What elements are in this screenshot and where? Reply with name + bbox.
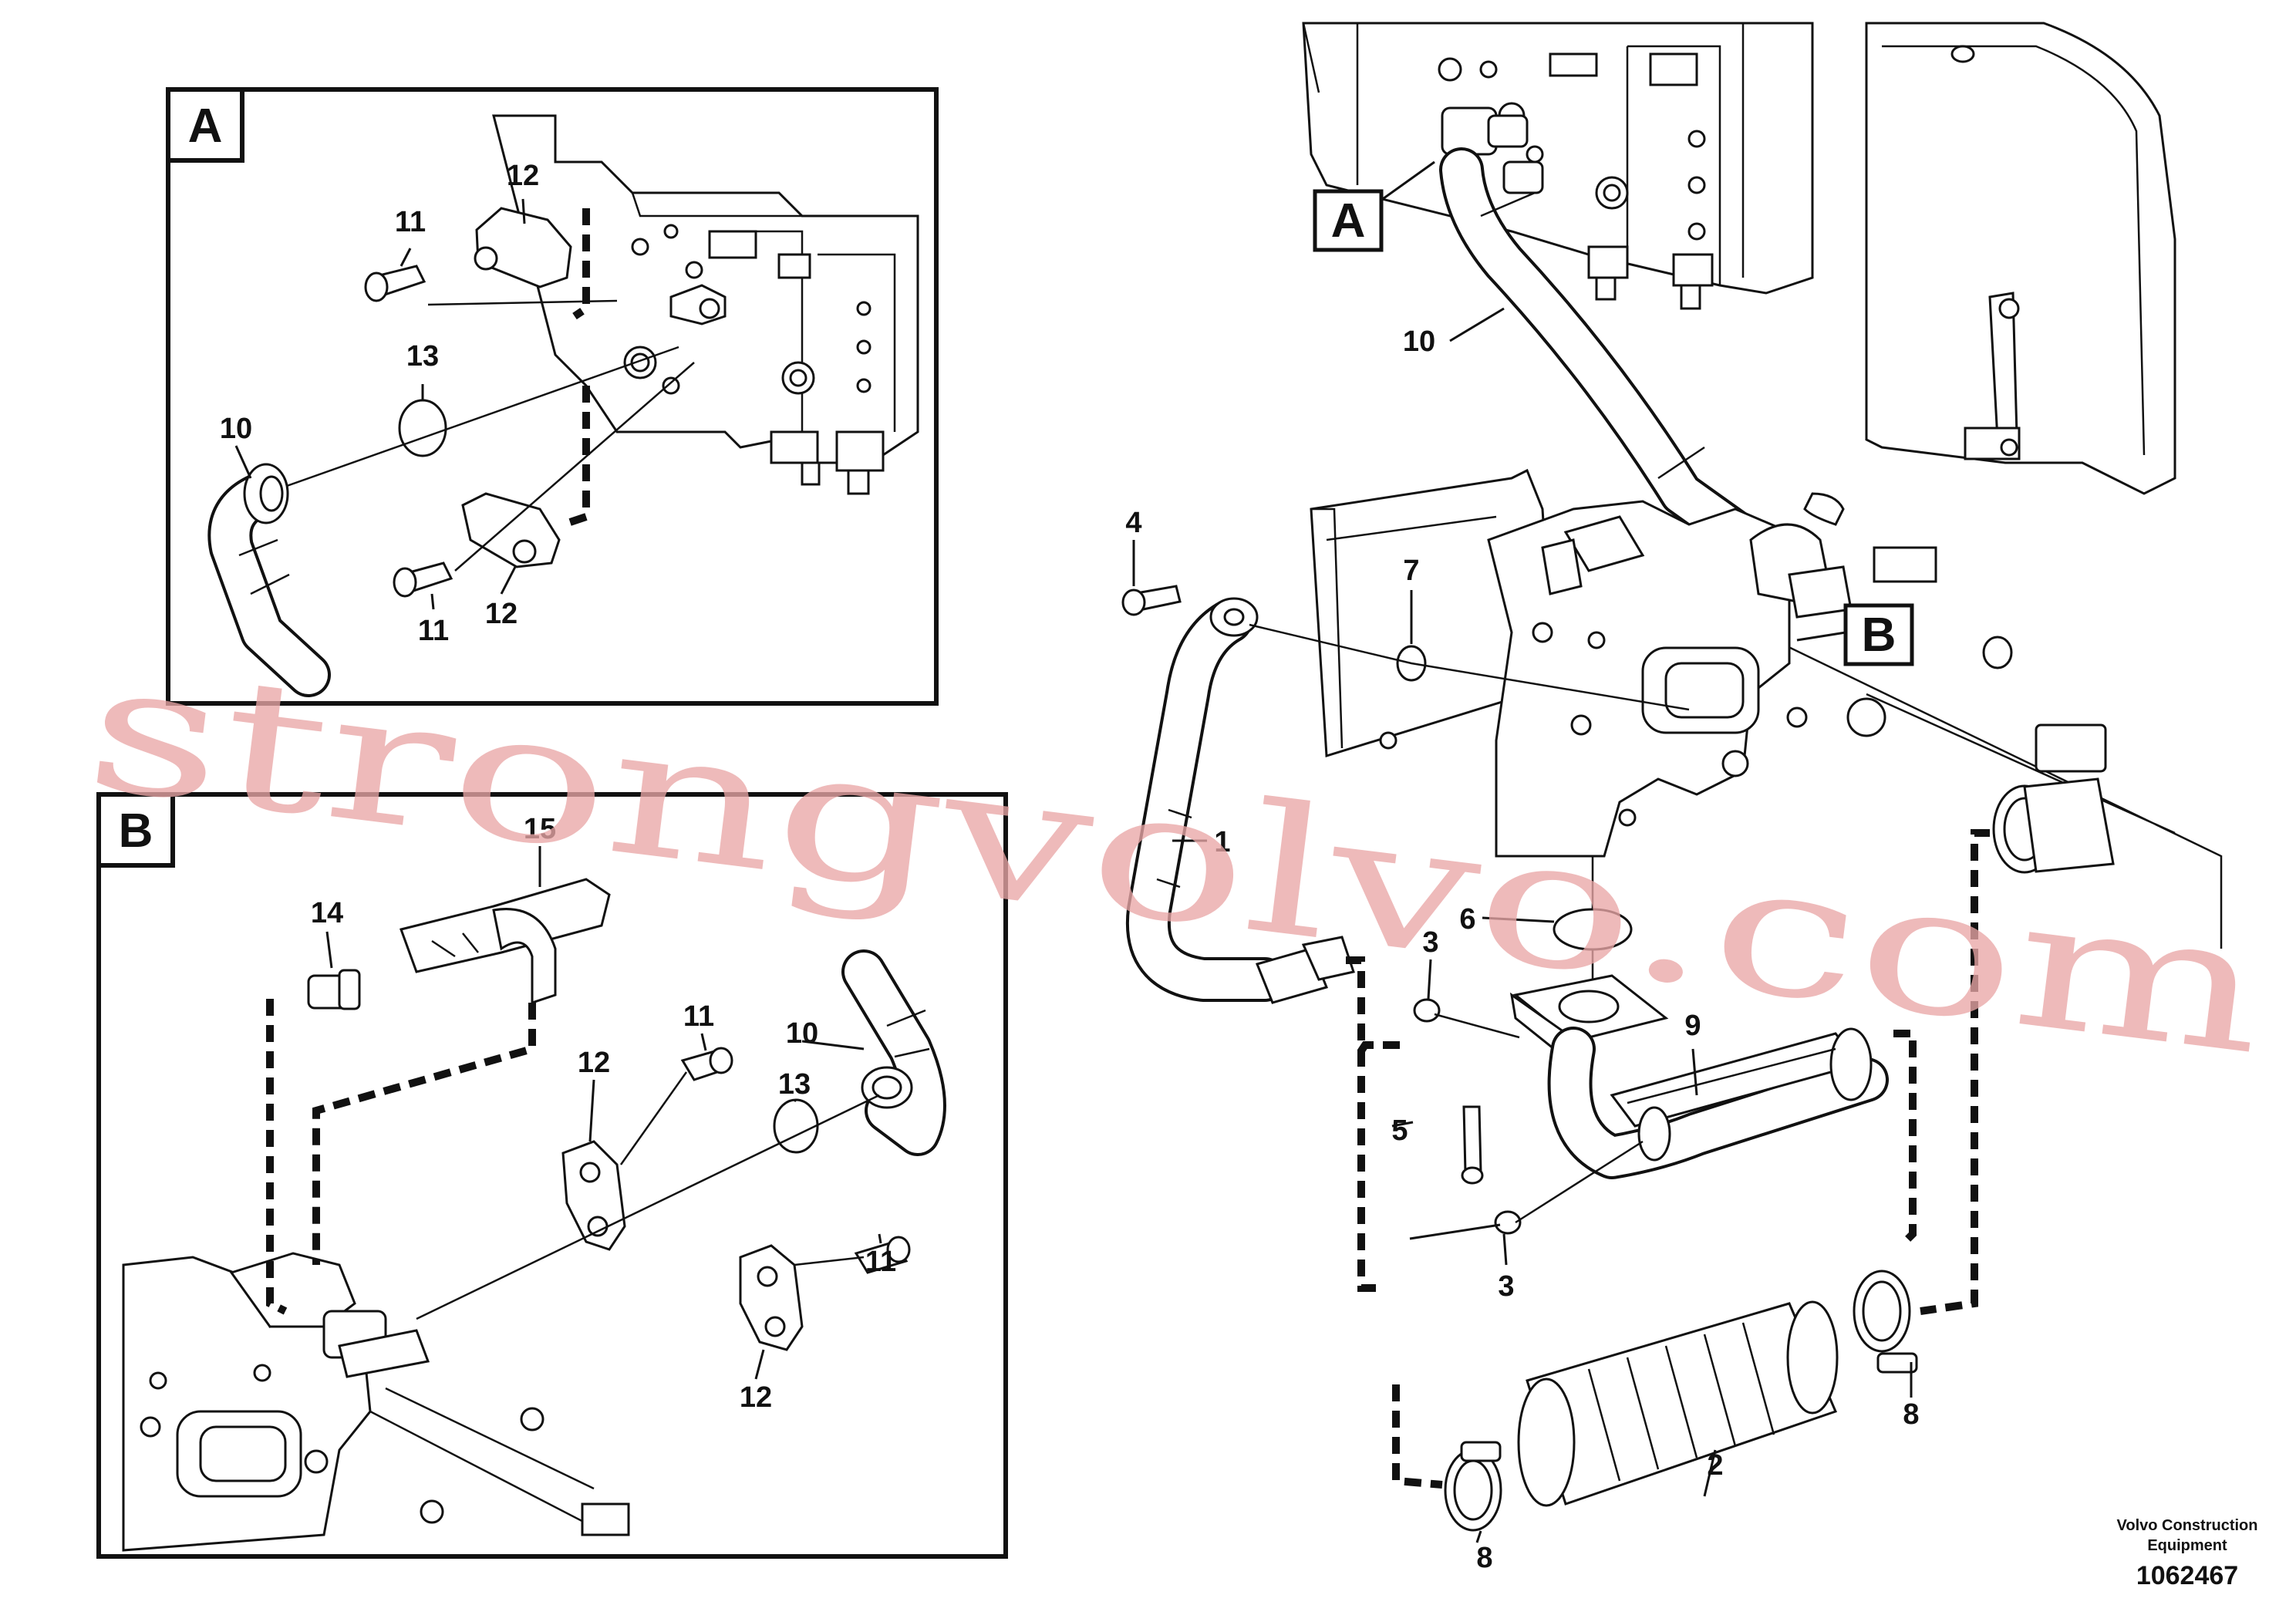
detail-a-oring-13 xyxy=(398,399,447,457)
callout-b-11-bottom: 11 xyxy=(865,1246,896,1278)
detail-b-clamp-top xyxy=(561,1140,626,1251)
detail-a-bolt-bottom xyxy=(393,561,453,598)
callout-a-12-bottom: 12 xyxy=(485,598,518,630)
main-clamp-8-bottom xyxy=(1444,1441,1502,1532)
main-flange xyxy=(1509,974,1669,1067)
drawing-number: 1062467 xyxy=(2136,1561,2238,1590)
callout-a-13: 13 xyxy=(406,340,439,373)
main-oring-3-top xyxy=(1413,998,1441,1023)
main-clamp-8-right xyxy=(1853,1270,1918,1374)
callout-main-1: 1 xyxy=(1214,826,1230,858)
main-oring-3-bottom xyxy=(1494,1210,1522,1235)
detail-b-hose-10 xyxy=(841,949,946,1156)
main-hose-10 xyxy=(1439,147,1758,555)
detail-b-oring-13 xyxy=(773,1098,819,1154)
callout-main-5: 5 xyxy=(1391,1114,1408,1147)
detail-b-bolt-bottom xyxy=(854,1236,911,1274)
main-bolt-5 xyxy=(1461,1105,1484,1185)
detail-b-clamp-bottom xyxy=(739,1244,804,1351)
tank-outline xyxy=(1758,22,2223,949)
callout-b-10: 10 xyxy=(786,1017,818,1050)
detail-a-tag: A xyxy=(188,99,223,153)
detail-b-adapter-14 xyxy=(307,969,361,1010)
callout-b-11-top: 11 xyxy=(683,1000,714,1033)
detail-b-tag: B xyxy=(119,804,153,858)
main-hose-1 xyxy=(1125,597,1355,1004)
detail-b-frame xyxy=(96,792,1008,1559)
callout-a-11-bottom: 11 xyxy=(418,615,449,647)
callout-a-11-top: 11 xyxy=(395,206,426,238)
callout-main-8-bottom: 8 xyxy=(1476,1542,1492,1574)
main-assembly: A B 10 4 7 1 6 3 9 5 3 8 2 8 xyxy=(1121,22,2223,1574)
callout-b-15: 15 xyxy=(524,813,556,845)
callout-b-12-bottom: 12 xyxy=(740,1381,772,1414)
main-rubber-end xyxy=(1992,777,2115,874)
svg-text:A: A xyxy=(1331,194,1366,248)
detail-b-pump xyxy=(122,1252,630,1552)
callout-main-7: 7 xyxy=(1403,555,1419,587)
callout-a-10: 10 xyxy=(220,413,252,445)
footer-company-line2: Equipment xyxy=(2147,1537,2227,1554)
control-valve-block xyxy=(1302,22,1814,310)
callout-main-9: 9 xyxy=(1684,1010,1701,1042)
main-bellows-2 xyxy=(1517,1300,1839,1507)
svg-text:B: B xyxy=(1862,609,1896,662)
callout-main-2: 2 xyxy=(1707,1449,1723,1482)
detail-b-tag-box xyxy=(96,792,175,868)
callout-b-12-top: 12 xyxy=(578,1047,610,1079)
detail-view-a: A xyxy=(166,87,939,706)
main-pump xyxy=(1310,468,1853,858)
main-bolt-4 xyxy=(1121,585,1182,616)
detail-a-bolt-top xyxy=(364,265,426,302)
detail-a-hose-10 xyxy=(207,463,331,697)
detail-a-clamp-top xyxy=(474,207,572,288)
callout-main-3-top: 3 xyxy=(1422,926,1438,959)
footer-company-line1: Volvo Construction xyxy=(2117,1517,2258,1534)
callout-b-13: 13 xyxy=(778,1068,811,1101)
detail-b-bolt-top xyxy=(680,1047,733,1081)
callout-main-8-right: 8 xyxy=(1903,1398,1919,1431)
callout-main-10: 10 xyxy=(1403,325,1435,358)
detail-a-frame xyxy=(166,87,939,706)
footer: Volvo Construction Equipment 1062467 xyxy=(2117,1517,2258,1590)
main-tag-b: B xyxy=(1796,603,1914,666)
callout-main-3-bottom: 3 xyxy=(1498,1270,1514,1303)
callout-b-14: 14 xyxy=(311,897,343,929)
detail-a-tag-box xyxy=(166,87,244,163)
main-tag-a: A xyxy=(1313,160,1435,252)
detail-a-valve-block xyxy=(492,114,919,495)
detail-a-clamp-bottom xyxy=(461,492,561,568)
main-pipe-9 xyxy=(1547,1027,1889,1179)
callout-a-12-top: 12 xyxy=(507,160,539,192)
detail-b-fitting-15 xyxy=(400,878,611,1005)
detail-view-b: B xyxy=(96,792,1008,1559)
callout-main-6: 6 xyxy=(1459,903,1475,936)
callout-main-4: 4 xyxy=(1125,507,1141,539)
